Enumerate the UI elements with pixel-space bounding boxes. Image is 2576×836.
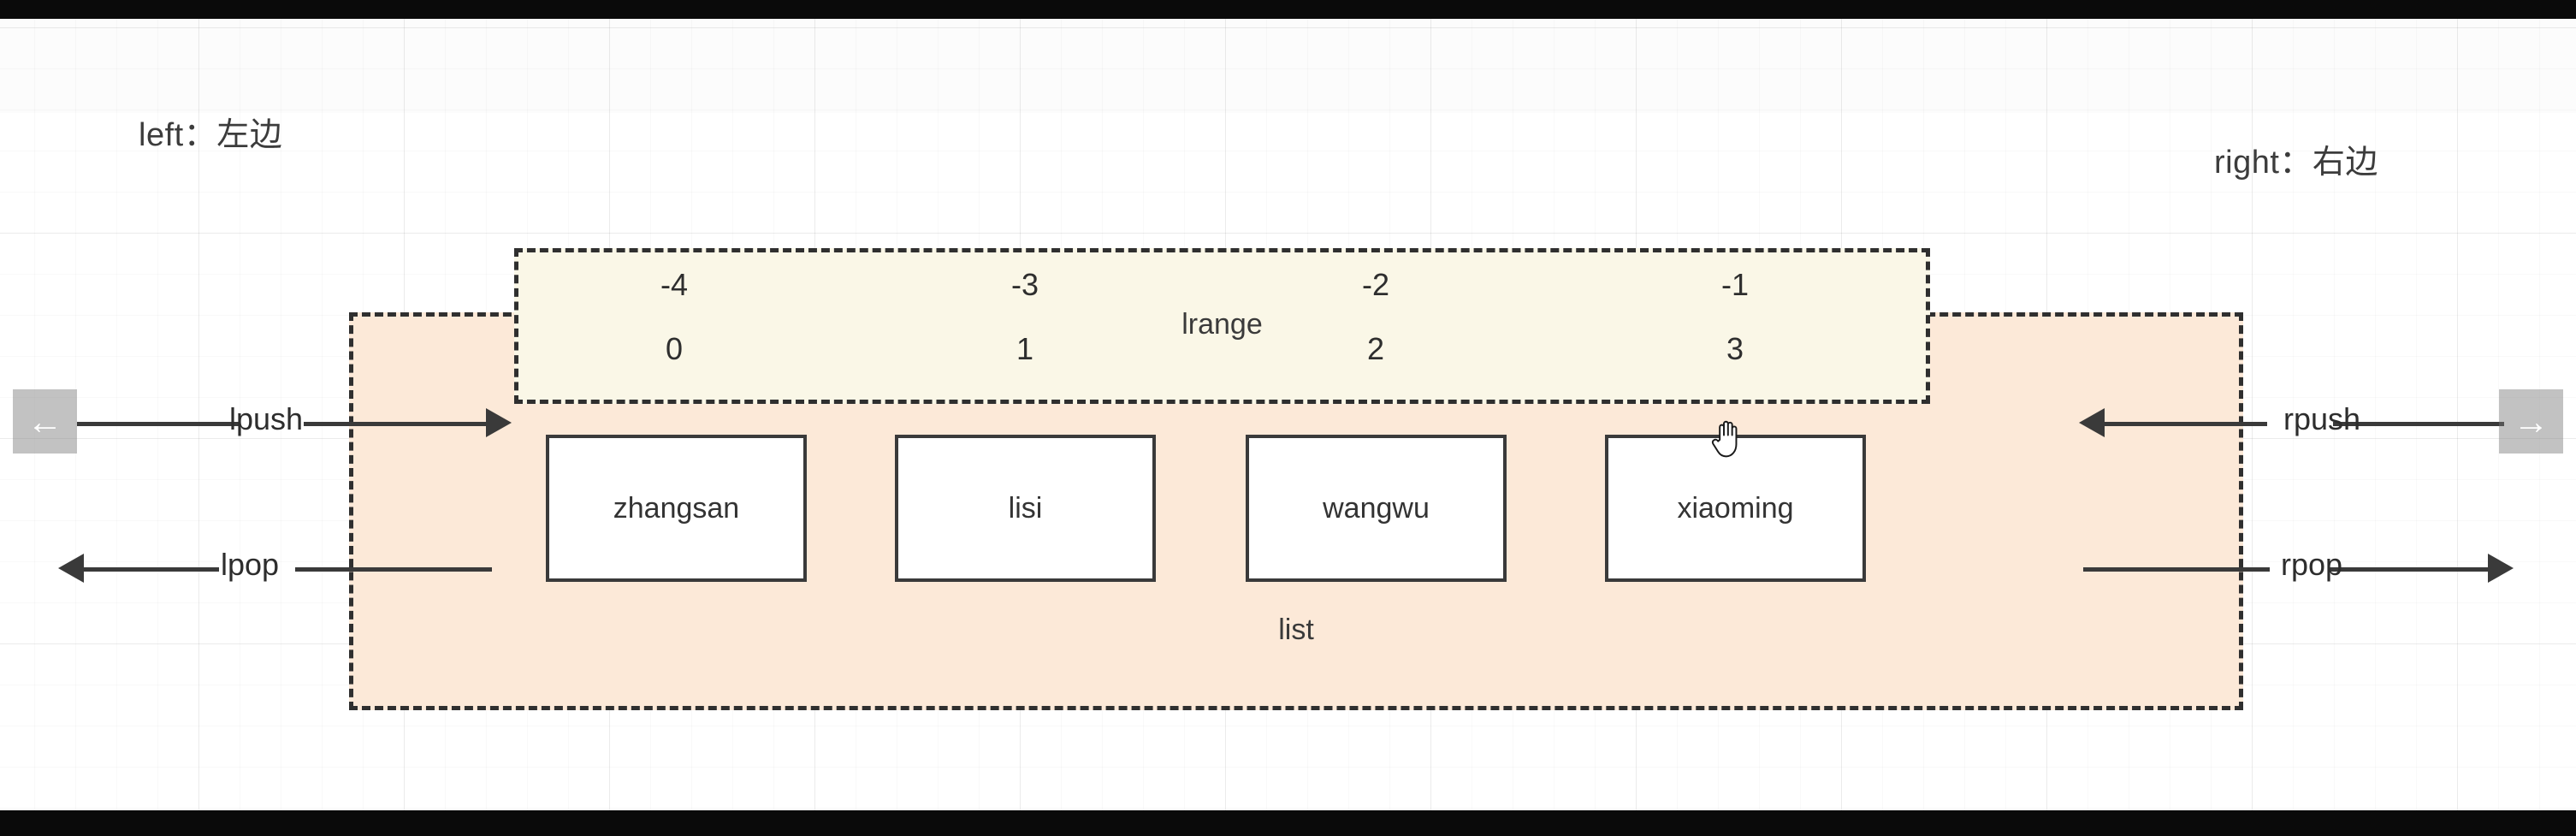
letterbox-top (0, 0, 2576, 19)
rpop-arrow-tail (2083, 567, 2270, 572)
negative-index-2: -2 (1361, 267, 1389, 302)
letterbox-bottom (0, 810, 2576, 836)
lrange-container (514, 248, 1930, 404)
next-arrow-icon[interactable]: → (2499, 389, 2563, 454)
negative-index-1: -3 (1010, 267, 1039, 302)
list-item[interactable]: wangwu (1246, 435, 1507, 582)
lpop-arrow-shaft (84, 567, 219, 572)
negative-index-0: -4 (660, 267, 688, 302)
previous-arrow-icon[interactable]: ← (13, 389, 77, 454)
list-item[interactable]: zhangsan (546, 435, 807, 582)
list-item[interactable]: lisi (895, 435, 1156, 582)
lpush-label: lpush (229, 401, 304, 436)
rpush-arrow-shaft (2105, 422, 2267, 426)
positive-index-0: 0 (665, 331, 684, 366)
rpush-arrow-head (2079, 408, 2105, 437)
positive-index-3: 3 (1726, 331, 1744, 366)
right-side-label: right：右边 (2214, 145, 2378, 181)
list-item[interactable]: xiaoming (1605, 435, 1866, 582)
positive-index-2: 2 (1366, 331, 1385, 366)
positive-index-1: 1 (1016, 331, 1034, 366)
left-side-label: left：左边 (139, 117, 283, 153)
rpush-label: rpush (2283, 401, 2361, 436)
rpush-arrow-tail (2333, 422, 2504, 426)
diagram-canvas: left：左边 right：右边 list lrange -4 -3 -2 -1… (0, 19, 2576, 810)
rpop-arrow-shaft (2329, 567, 2490, 572)
lpop-arrow-head (58, 554, 84, 583)
negative-index-3: -1 (1720, 267, 1749, 302)
lpush-arrow-tail (77, 422, 240, 426)
lpop-label: lpop (221, 547, 280, 582)
rpop-arrow-head (2488, 554, 2514, 583)
list-container-label: list (1278, 614, 1314, 646)
lpop-arrow-tail (295, 567, 492, 572)
lpush-arrow-head (486, 408, 512, 437)
lpush-arrow-shaft (304, 422, 488, 426)
lrange-container-label: lrange (1181, 308, 1263, 341)
rpop-label: rpop (2281, 547, 2343, 582)
